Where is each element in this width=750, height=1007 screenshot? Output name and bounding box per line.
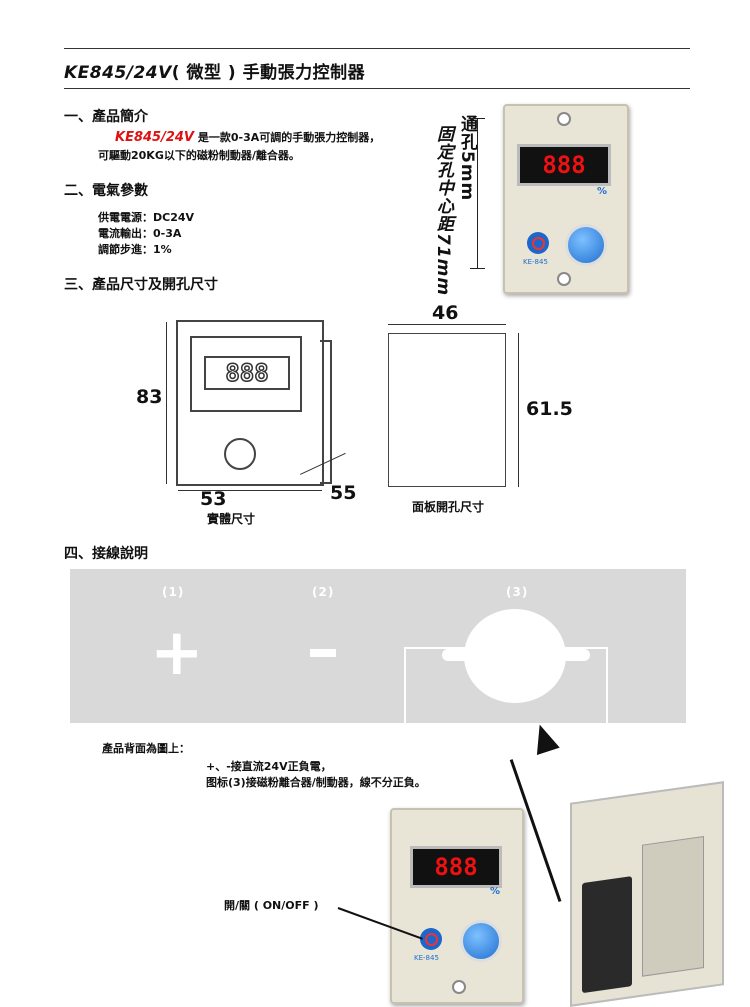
model-label-bottom: KE-845 xyxy=(414,954,439,962)
percent-label: % xyxy=(597,186,608,197)
cut-width-label: 46 xyxy=(432,302,459,324)
device-back-photo xyxy=(570,781,724,1007)
led-display-bottom: 888 xyxy=(410,846,502,888)
mount-measure-bottom-tick xyxy=(470,268,485,269)
section1-line1: KE845/24V 是一款0-3A可調的手動張力控制器， xyxy=(115,130,380,146)
terminal-block xyxy=(582,876,632,994)
section3-heading: 三、產品尺寸及開孔尺寸 xyxy=(64,277,218,293)
model-label: KE-845 xyxy=(523,258,548,266)
bottom-mount-hole-2 xyxy=(452,980,466,994)
spec-step: 調節步進：1% xyxy=(98,243,172,256)
spec-output: 電流輸出：0-3A xyxy=(98,227,182,240)
terminal3-slot xyxy=(442,649,590,661)
back-note-title: 產品背面為圖上： xyxy=(102,742,190,755)
percent-label-bottom: % xyxy=(490,886,501,897)
height-dim-label: 83 xyxy=(136,386,163,408)
led-display: 888 xyxy=(517,144,611,186)
back-note-line1: +、-接直流24V正負電， xyxy=(206,760,332,773)
height-dim-line xyxy=(166,322,167,484)
mount-measure-line xyxy=(477,118,478,268)
power-icon-bottom xyxy=(420,928,442,950)
bottom-mount-hole xyxy=(557,272,571,286)
adjust-knob-bottom xyxy=(460,920,502,962)
switch-label: 開/關 ( ON/OFF ) xyxy=(224,899,319,912)
cutout-caption: 面板開孔尺寸 xyxy=(412,500,485,514)
device-photo-top: 888 % KE-845 xyxy=(503,104,629,294)
width-dim-line xyxy=(178,490,322,491)
cut-height-label: 61.5 xyxy=(526,398,573,420)
title-model: KE845/24V xyxy=(64,63,172,83)
body-drawing: 888 xyxy=(176,320,324,486)
section2-heading: 二、電氣參數 xyxy=(64,183,148,199)
mount-distance-text: 固定孔中心距71mm xyxy=(433,125,453,297)
device-back-label xyxy=(642,835,704,977)
body-side-depth xyxy=(320,340,332,484)
plus-symbol: + xyxy=(150,616,204,690)
body-caption: 實體尺寸 xyxy=(207,512,256,526)
spec-supply: 供電電源：DC24V xyxy=(98,211,195,224)
page-title: KE845/24V( 微型 ) 手動張力控制器 xyxy=(64,58,365,83)
header-top-rule xyxy=(64,48,690,49)
title-suffix: ( 微型 ) 手動張力控制器 xyxy=(171,63,366,83)
terminal-label-3: (3) xyxy=(506,585,529,599)
adjust-knob xyxy=(565,224,607,266)
wiring-panel: (1) (2) (3) + xyxy=(70,569,686,725)
power-icon xyxy=(527,232,549,254)
terminal-label-1: (1) xyxy=(162,585,185,599)
width-dim-label: 53 xyxy=(200,488,227,510)
cut-width-line xyxy=(388,324,506,325)
section4-heading: 四、接線說明 xyxy=(64,546,148,562)
cut-height-line xyxy=(518,333,519,487)
mount-hole-text: 通孔5mm xyxy=(457,115,477,202)
minus-symbol xyxy=(310,649,336,657)
top-mount-hole xyxy=(557,112,571,126)
cutout-drawing xyxy=(388,333,506,487)
section1-line2: 可驅動20KG以下的磁粉制動器/離合器。 xyxy=(98,149,300,162)
body-knob xyxy=(224,438,256,470)
depth-dim-label: 55 xyxy=(330,482,357,504)
header-bottom-rule xyxy=(64,88,690,89)
terminal-label-2: (2) xyxy=(312,585,335,599)
back-arrow-head xyxy=(528,720,560,756)
device-photo-bottom: 888 % KE-845 xyxy=(390,808,524,1004)
back-note-line2: 图标(3)接磁粉離合器/制動器，線不分正負。 xyxy=(206,776,426,789)
mount-measure-top-tick xyxy=(470,118,485,119)
section1-text1: 是一款0-3A可調的手動張力控制器， xyxy=(197,131,381,144)
body-display-digits: 888 xyxy=(204,356,290,390)
body-display-window: 888 xyxy=(190,336,302,412)
section1-heading: 一、產品簡介 xyxy=(64,109,148,125)
section1-model: KE845/24V xyxy=(115,130,194,145)
